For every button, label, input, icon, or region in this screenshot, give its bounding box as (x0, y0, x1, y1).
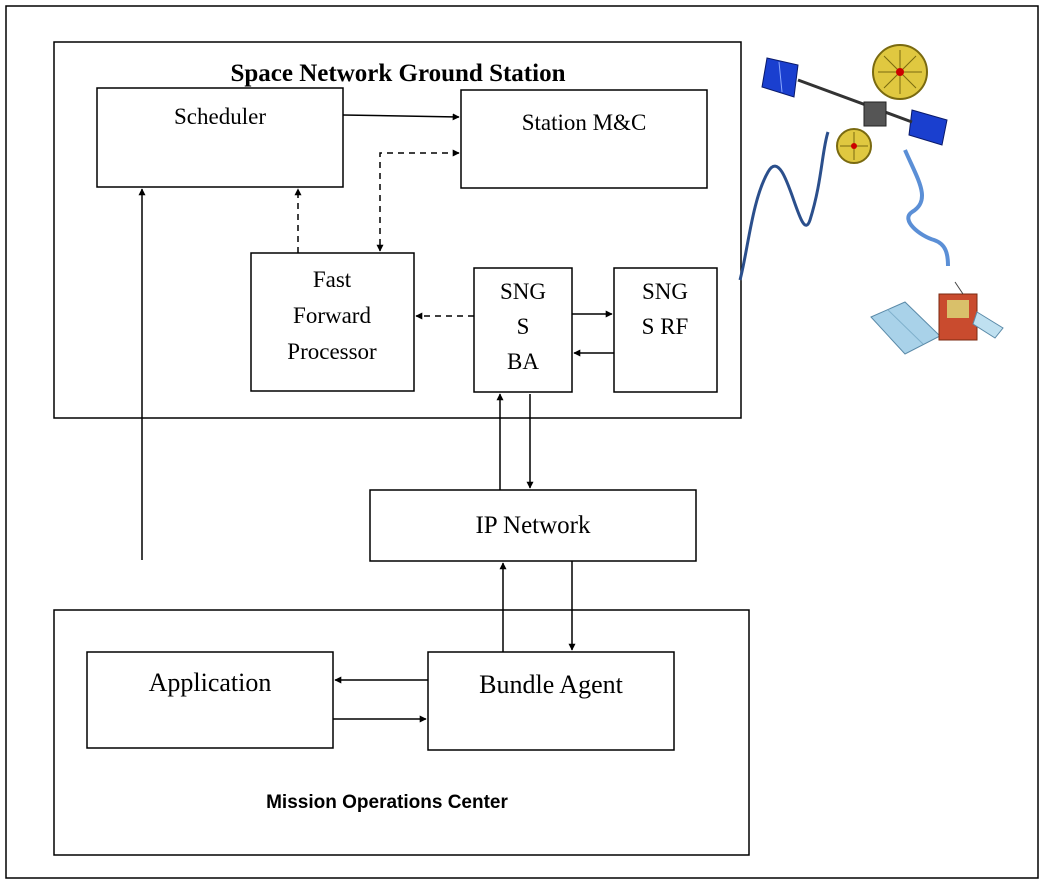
sngs-ba-label-line2: S (517, 314, 530, 339)
ip-network-label: IP Network (475, 512, 591, 539)
ffp-label-line3: Processor (287, 339, 377, 364)
ground-station-box (53, 41, 742, 419)
dashed-arrows (294, 149, 474, 320)
station-mc-label: Station M&C (522, 110, 647, 135)
ip-network-box (369, 489, 697, 562)
mission-ops-label: Mission Operations Center (266, 792, 508, 813)
station-mc-box (460, 89, 708, 189)
fast-forward-processor-box (250, 252, 415, 392)
sngs-ba-box (473, 267, 573, 393)
application-label: Application (149, 668, 272, 697)
outer-frame (5, 5, 1039, 879)
ffp-label-line2: Forward (293, 303, 371, 328)
rf-link-dark (738, 131, 830, 281)
bundle-agent-label: Bundle Agent (479, 670, 623, 699)
satellite-icon (761, 44, 948, 164)
ffp-label-line1: Fast (313, 267, 352, 292)
scheduler-box (96, 87, 344, 188)
ground-station-title: Space Network Ground Station (231, 60, 566, 87)
mission-ops-box (53, 609, 750, 856)
sngs-ba-label-line3: BA (507, 349, 539, 374)
satellite-icon (870, 281, 1004, 355)
sngs-rf-label-line1: SNG (642, 279, 688, 304)
sngs-rf-box (613, 267, 718, 393)
sngs-ba-label-line1: SNG (500, 279, 546, 304)
arrow-mc-ffp-link (376, 149, 460, 252)
rf-link-light (903, 149, 950, 267)
sngs-rf-label-line2: S RF (642, 314, 689, 339)
solid-arrows (138, 113, 614, 723)
bundle-agent-box (427, 651, 675, 751)
application-box (86, 651, 334, 749)
arrow-scheduler-to-station-mc (342, 113, 460, 121)
scheduler-label: Scheduler (174, 104, 266, 129)
